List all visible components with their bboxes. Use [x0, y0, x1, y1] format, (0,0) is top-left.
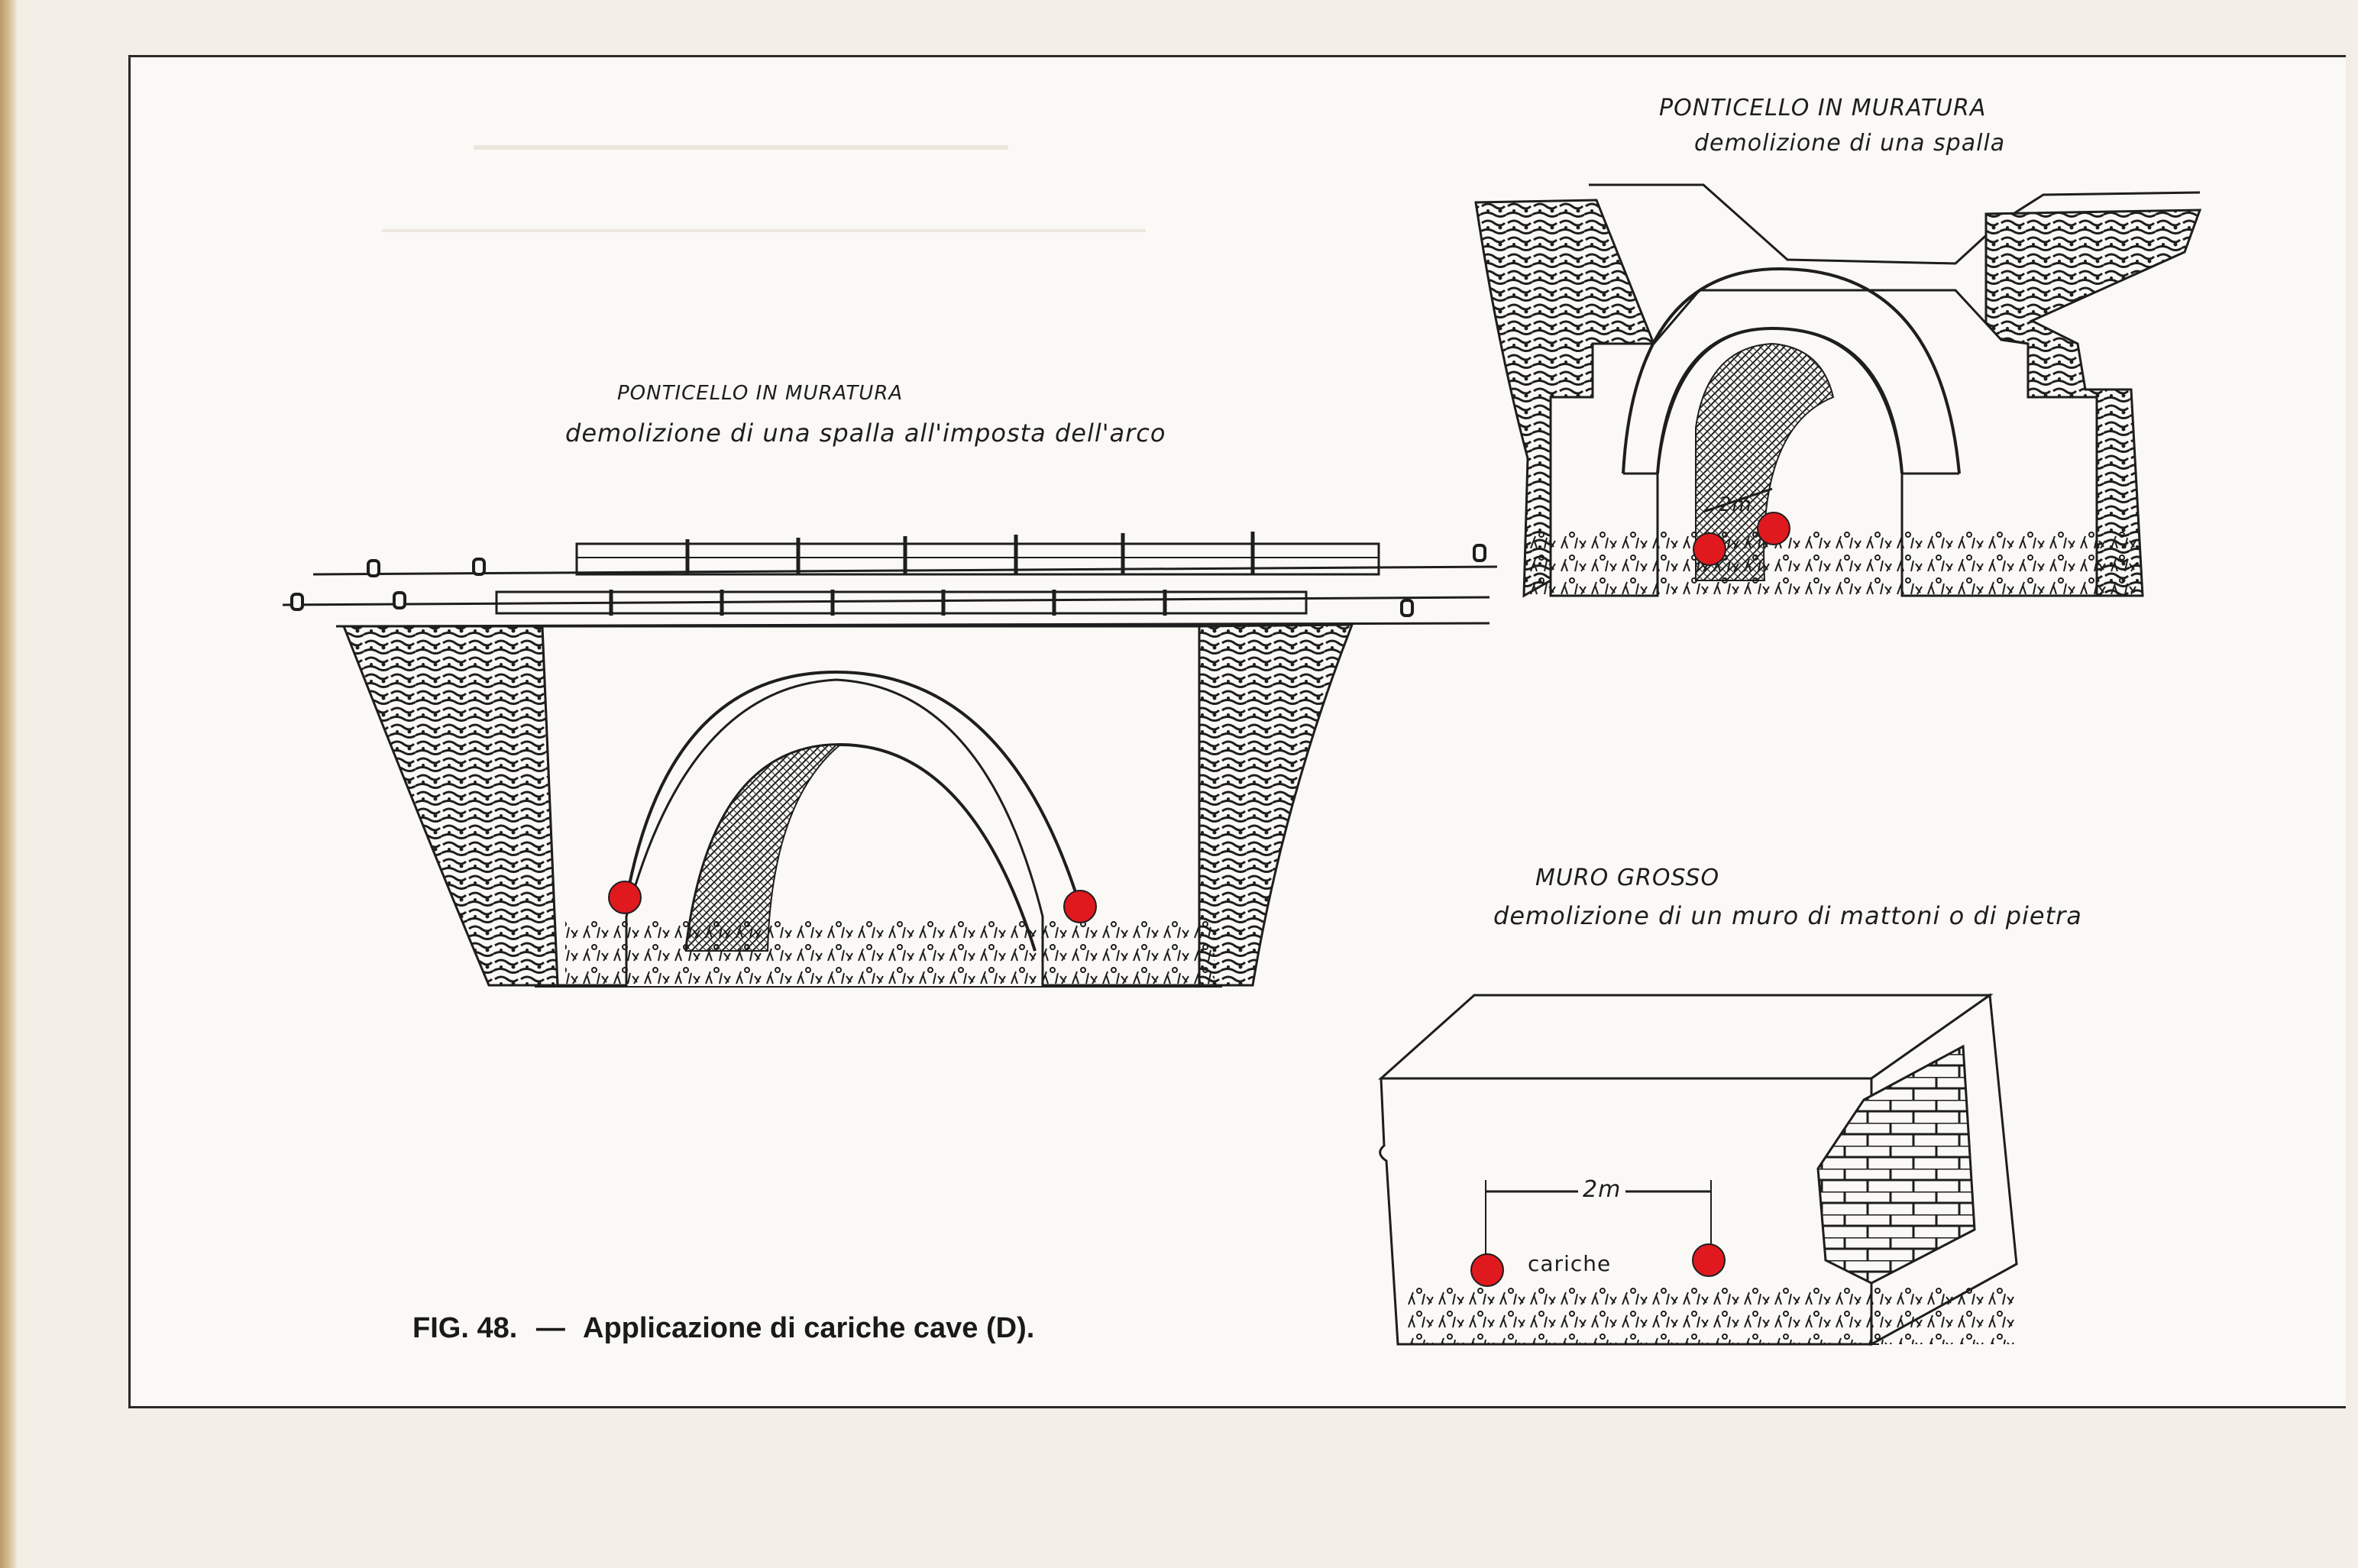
bottom-right-drawing-subtitle: demolizione di un muro di mattoni o di p… [1493, 901, 2082, 930]
figure-caption: FIG. 48. — Applicazione di cariche cave … [412, 1312, 1034, 1345]
small-bridge-drawing [1474, 183, 2202, 600]
wall-dimension-label: 2m [1578, 1176, 1626, 1203]
charge-abutment-2 [1757, 512, 1790, 545]
bottom-right-drawing-title: MURO GROSSO [1535, 865, 1720, 891]
charge-wall-2 [1692, 1243, 1726, 1277]
charge-abutment-1 [1693, 532, 1726, 566]
charge-label: cariche [1528, 1251, 1612, 1276]
figure-number: FIG. 48. [412, 1312, 518, 1344]
caption-dash: — [535, 1312, 565, 1344]
thick-wall-drawing [1378, 993, 2018, 1347]
top-right-dimension-label: 2m [1719, 493, 1752, 516]
top-right-drawing-subtitle: demolizione di una spalla [1694, 130, 2006, 157]
bleed-through-bridge [382, 229, 1146, 232]
arch-bridge-drawing [282, 532, 1498, 989]
top-right-drawing-title: PONTICELLO IN MURATURA [1659, 95, 1987, 121]
book-spine [0, 0, 17, 1568]
caption-text: Applicazione di cariche cave (D). [583, 1312, 1035, 1344]
bleed-through-text [474, 99, 1008, 150]
charge-left-springing [608, 881, 642, 914]
left-drawing-subtitle: demolizione di una spalla all'imposta de… [565, 419, 1166, 448]
left-drawing-title: PONTICELLO IN MURATURA [617, 382, 904, 405]
charge-wall-1 [1470, 1253, 1504, 1287]
charge-right-springing [1063, 890, 1097, 923]
